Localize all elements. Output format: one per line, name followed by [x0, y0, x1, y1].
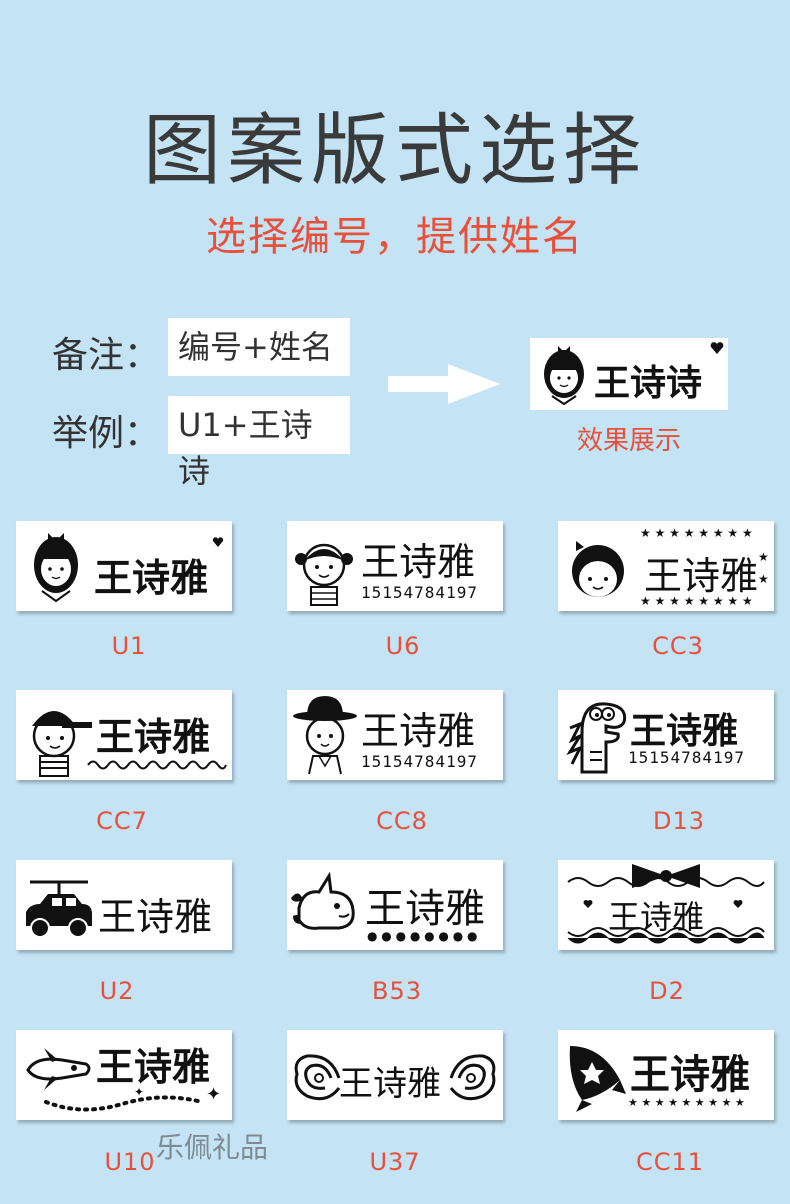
style-card-d2[interactable]: 王诗雅 [558, 860, 774, 950]
demo-name: 王诗诗 [594, 363, 703, 404]
svg-text:★: ★ [758, 572, 769, 586]
style-code: CC11 [635, 1148, 705, 1176]
style-card-u1[interactable]: 王诗雅 [16, 521, 232, 611]
girl-bow-icon [34, 533, 78, 603]
stars-row-icon: ★ ★ ★ ★ ★ ★ ★ ★ ★ [628, 1096, 745, 1109]
card-name: 王诗雅 [361, 709, 476, 753]
svg-text:● ● ● ● ● ● ● ●: ● ● ● ● ● ● ● ● [367, 929, 477, 943]
unicorn-icon [291, 871, 355, 930]
style-code: U6 [385, 632, 421, 660]
boy-cap-icon [32, 711, 92, 777]
example-value: U1+王诗诗 [168, 396, 350, 490]
style-card-u37[interactable]: 王诗雅 [287, 1030, 503, 1120]
svg-text:★ ★ ★ ★ ★ ★ ★ ★: ★ ★ ★ ★ ★ ★ ★ ★ [640, 594, 753, 608]
paw-prints-icon: ● ● ● ● ● ● ● ● [367, 929, 477, 943]
page-title: 图案版式选择 [142, 106, 647, 196]
style-code: D13 [652, 807, 706, 835]
wing-left-icon [294, 1054, 341, 1101]
stars-decoration-icon: ★ ★ ★ ★ ★ ★ ★ ★ ★ ★ ★ ★ ★ ★ ★ ★ ★ ★ [640, 526, 769, 608]
plane-icon [26, 1048, 91, 1090]
style-card-cc3[interactable]: 王诗雅 ★ ★ ★ ★ ★ ★ ★ ★ ★ ★ ★ ★ ★ ★ ★ ★ ★ ★ [558, 521, 774, 611]
style-card-u10[interactable]: 王诗雅 ✦ ✦ [16, 1030, 232, 1120]
demo-caption: 效果展示 [576, 426, 681, 456]
heart-icon [212, 537, 224, 547]
card-name: 王诗雅 [365, 886, 485, 932]
style-code: CC3 [652, 632, 704, 660]
style-code: U1 [111, 632, 147, 660]
card-name: 王诗雅 [96, 715, 211, 759]
card-phone: 15154784197 [361, 583, 478, 602]
dotted-trail-icon: ✦ ✦ [44, 1084, 221, 1112]
svg-text:★ ★ ★ ★ ★ ★ ★ ★: ★ ★ ★ ★ ★ ★ ★ ★ [640, 526, 753, 540]
example-label: 举例： [52, 413, 161, 454]
watermark: 乐佩礼品 [156, 1131, 269, 1164]
bow-lace-icon [567, 864, 765, 944]
card-name: 王诗雅 [94, 556, 209, 600]
wave-line-icon [87, 760, 227, 770]
style-card-cc7[interactable]: 王诗雅 [16, 690, 232, 780]
style-code: U10 [104, 1148, 156, 1176]
style-card-b53[interactable]: 王诗雅 ● ● ● ● ● ● ● ● [287, 860, 503, 950]
card-name: 王诗雅 [608, 898, 705, 936]
card-name: 王诗雅 [630, 711, 739, 752]
boy-hat-icon [293, 696, 357, 775]
note-label: 备注： [52, 335, 161, 376]
card-name: 王诗雅 [96, 1045, 211, 1089]
svg-text:✦: ✦ [206, 1084, 221, 1105]
girl-bow-icon [544, 346, 584, 406]
style-card-u6[interactable]: 王诗雅 15154784197 [287, 521, 503, 611]
style-card-cc11[interactable]: 王诗雅 ★ ★ ★ ★ ★ ★ ★ ★ ★ [558, 1030, 774, 1120]
style-code: CC7 [96, 807, 148, 835]
heart-icon [710, 342, 724, 354]
demo-card: 王诗诗 [530, 338, 728, 410]
svg-text:★ ★ ★ ★ ★ ★ ★ ★ ★: ★ ★ ★ ★ ★ ★ ★ ★ ★ [628, 1096, 745, 1109]
style-code: D2 [649, 977, 685, 1005]
style-code: U2 [99, 977, 135, 1005]
card-phone: 15154784197 [628, 748, 745, 767]
svg-text:★: ★ [758, 550, 769, 564]
card-name: 王诗雅 [361, 540, 476, 584]
girl-stars-icon [572, 541, 624, 597]
svg-text:✦: ✦ [134, 1085, 144, 1099]
card-name: 王诗雅 [644, 554, 759, 598]
wing-right-icon [449, 1054, 496, 1101]
style-code: CC8 [376, 807, 428, 835]
page-subtitle: 选择编号，提供姓名 [206, 214, 584, 260]
girl-pigtails-icon [295, 543, 353, 606]
dinosaur-icon [566, 702, 627, 774]
style-code: B53 [371, 977, 422, 1005]
style-card-cc8[interactable]: 王诗雅 15154784197 [287, 690, 503, 780]
style-card-u2[interactable]: 王诗雅 [16, 860, 232, 950]
helicopter-car-icon [26, 880, 92, 938]
arrow-right-icon [388, 364, 500, 404]
style-card-d13[interactable]: 王诗雅 15154784197 [558, 690, 774, 780]
card-name: 王诗雅 [630, 1052, 750, 1098]
card-name: 王诗雅 [98, 895, 213, 939]
card-name: 王诗雅 [339, 1064, 441, 1104]
card-phone: 15154784197 [361, 752, 478, 771]
note-value: 编号+姓名 [168, 318, 350, 376]
rocket-icon [569, 1046, 626, 1112]
style-code: U37 [369, 1148, 421, 1176]
